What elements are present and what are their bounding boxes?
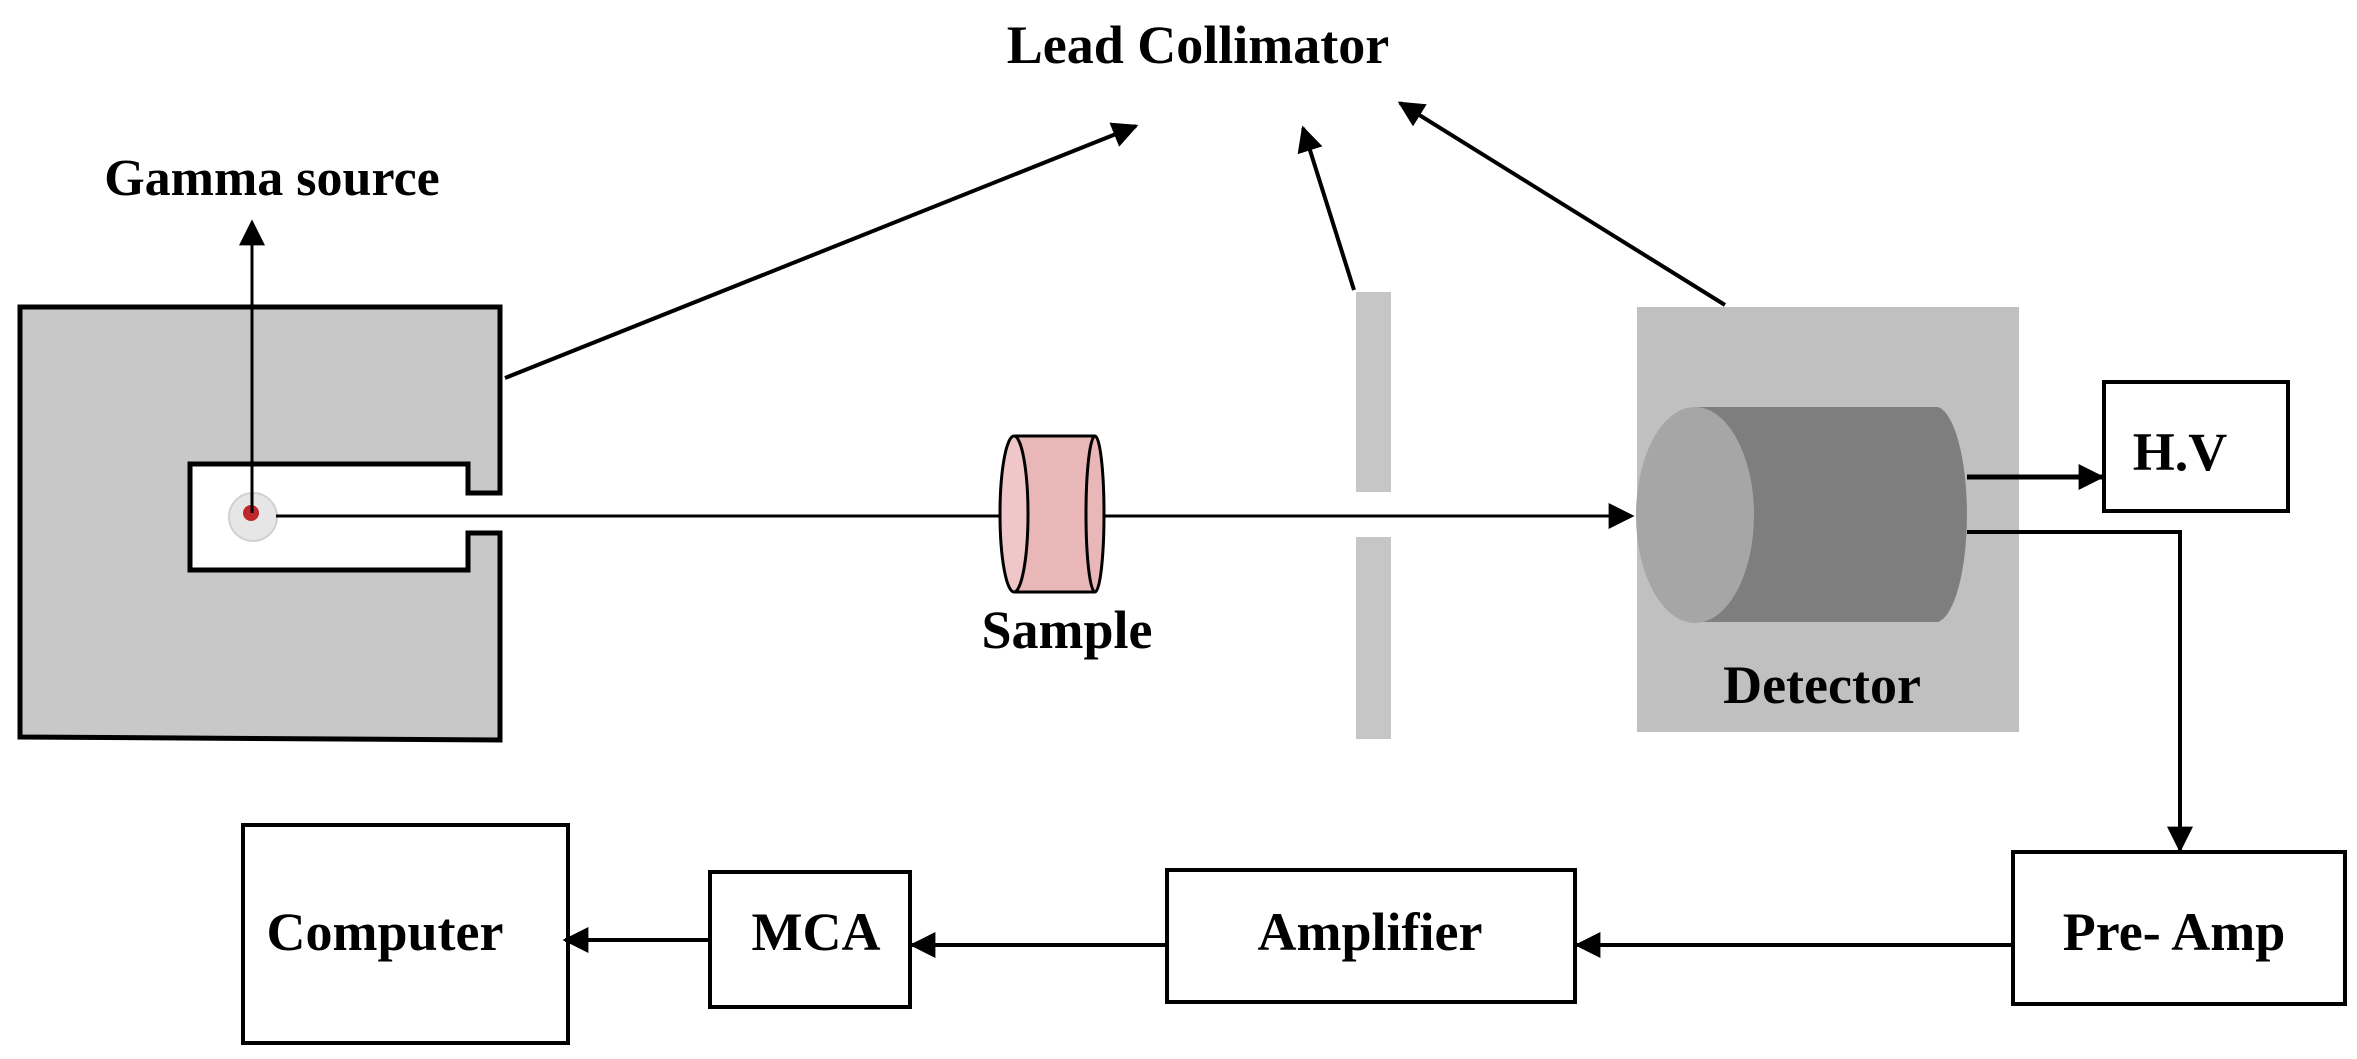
detector-to-preamp-arrow <box>1967 530 2193 853</box>
collimator-arrow-slab <box>1297 125 1356 291</box>
mca-label: MCA <box>752 902 881 962</box>
collimator-slab-upper <box>1356 292 1391 492</box>
collimator-slab-lower <box>1356 537 1391 739</box>
preamp-label: Pre- Amp <box>2063 902 2285 962</box>
mca-box <box>708 870 912 1009</box>
gamma-source-label: Gamma source <box>104 150 440 207</box>
sample-back-face <box>1084 434 1106 594</box>
computer-label: Computer <box>267 902 504 962</box>
amplifier-box <box>1165 868 1577 1004</box>
sample-label: Sample <box>981 600 1152 660</box>
lead-shield <box>17 304 503 743</box>
collimator-arrow-shield <box>504 122 1139 380</box>
lead-collimator-label: Lead Collimator <box>1007 15 1389 75</box>
detector-face <box>1636 407 1754 623</box>
computer-box <box>241 823 570 1045</box>
sample-cylinder <box>998 434 1106 594</box>
detector-body <box>1695 407 1967 622</box>
collimator-arrow-detector <box>1397 101 1727 307</box>
detector-label: Detector <box>1723 655 1921 715</box>
detector-crystal <box>1636 407 1967 623</box>
preamp-box <box>2011 850 2347 1006</box>
sample-front-face <box>998 434 1030 594</box>
hv-label: H.V <box>2133 422 2228 482</box>
hv-box <box>2102 380 2290 513</box>
amplifier-label: Amplifier <box>1258 902 1483 962</box>
